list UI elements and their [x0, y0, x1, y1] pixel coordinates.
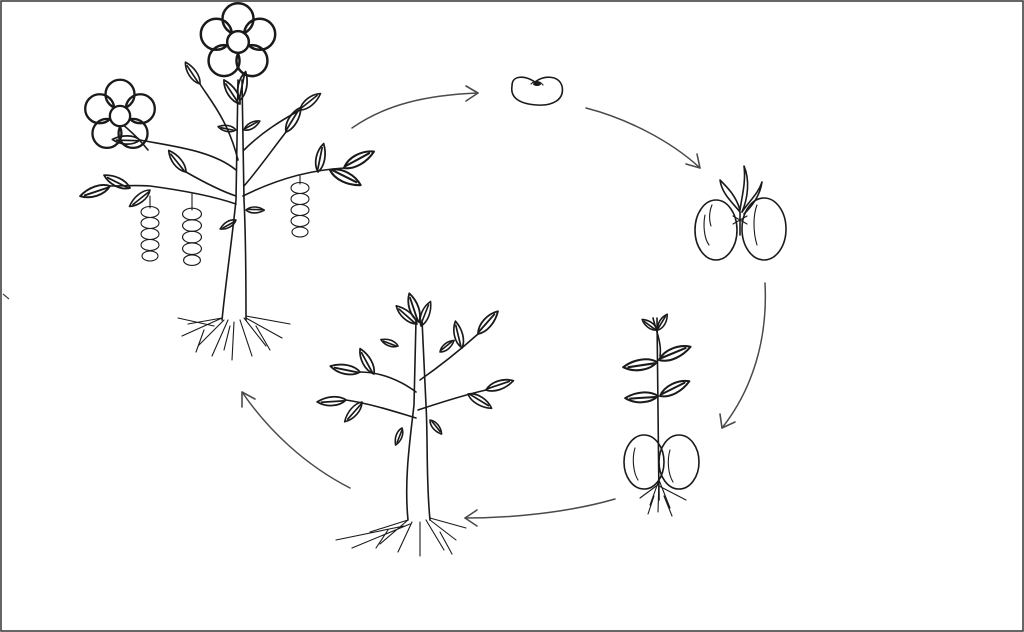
- germinating-seed-icon: [694, 165, 787, 261]
- margin-tick-mark: [2, 293, 10, 300]
- flowering-plant-with-pods-icon: [77, 2, 378, 361]
- bean-seed-icon: [511, 76, 564, 106]
- arrow-young-to-mature: [241, 391, 351, 489]
- young-plant-icon: [316, 291, 516, 557]
- arrow-seedling-to-young: [464, 498, 616, 527]
- arrow-germinating-to-seedling: [719, 282, 767, 429]
- arrow-mature-to-seed: [351, 85, 479, 129]
- seedling-icon: [622, 312, 700, 517]
- arrow-seed-to-germinating: [585, 107, 701, 169]
